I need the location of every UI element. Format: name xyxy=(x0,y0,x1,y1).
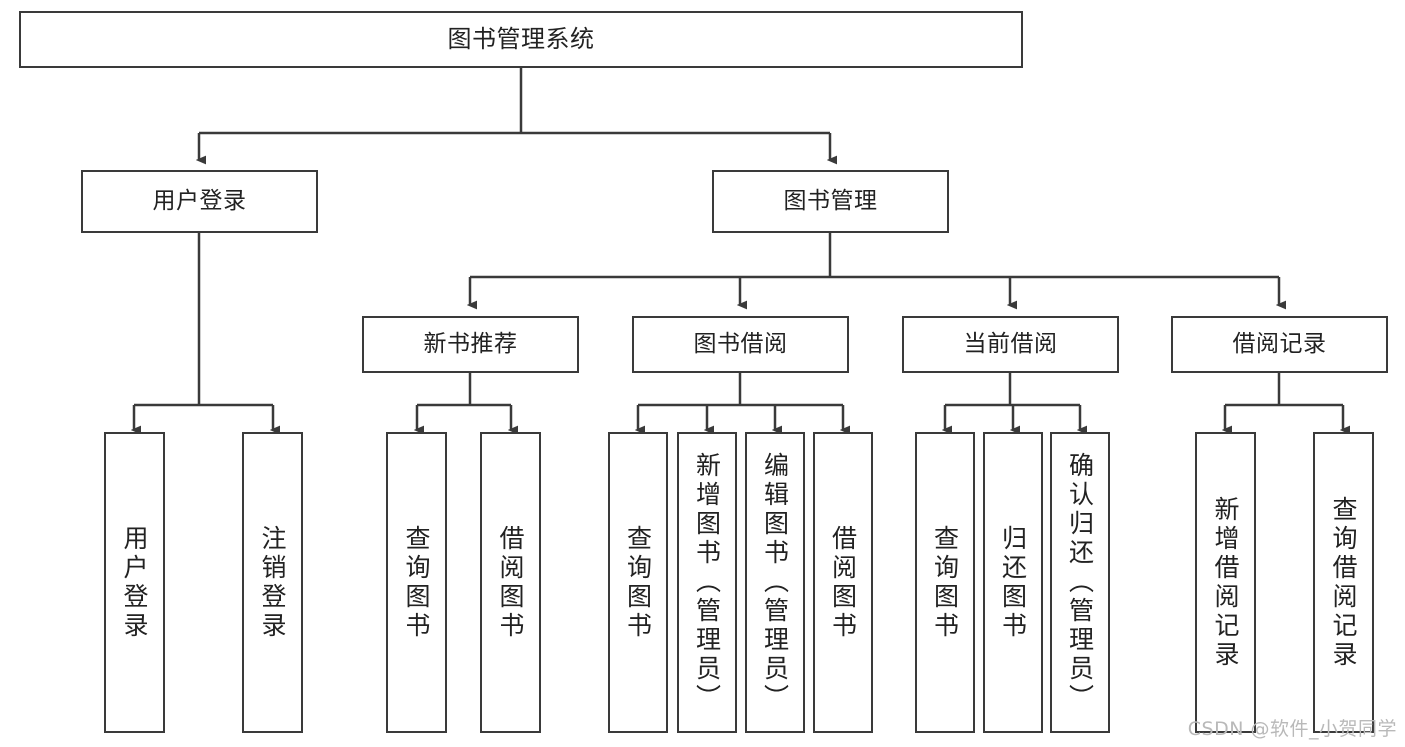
leaf-records-query-record[interactable]: 查询借阅记录 xyxy=(1313,432,1374,733)
leaf-records-query-record-label: 查询借阅记录 xyxy=(1329,495,1358,670)
leaf-user-login-label: 用户登录 xyxy=(120,524,149,641)
node-book-borrow[interactable]: 图书借阅 xyxy=(632,316,849,373)
leaf-current-query-book-label: 查询图书 xyxy=(930,524,960,641)
leaf-borrow-edit-book[interactable]: 编辑图书（管理员） xyxy=(745,432,805,733)
leaf-borrow-edit-book-label: 编辑图书（管理员） xyxy=(760,452,790,713)
node-book-borrow-label: 图书借阅 xyxy=(693,331,788,358)
leaf-borrow-add-book-label: 新增图书（管理员） xyxy=(692,452,722,713)
leaf-borrow-borrow-book-label: 借阅图书 xyxy=(828,524,858,641)
node-borrow-records-label: 借阅记录 xyxy=(1232,331,1327,358)
leaf-user-login[interactable]: 用户登录 xyxy=(104,432,165,733)
node-user-login-label: 用户登录 xyxy=(152,188,247,215)
leaf-recommend-borrow-book-label: 借阅图书 xyxy=(496,524,525,641)
node-current-borrow[interactable]: 当前借阅 xyxy=(902,316,1119,373)
leaf-user-logout-label: 注销登录 xyxy=(258,524,287,641)
leaf-borrow-query-book[interactable]: 查询图书 xyxy=(608,432,668,733)
leaf-user-logout[interactable]: 注销登录 xyxy=(242,432,303,733)
leaf-current-return-book-label: 归还图书 xyxy=(998,524,1028,641)
leaf-borrow-add-book[interactable]: 新增图书（管理员） xyxy=(677,432,737,733)
leaf-current-return-book[interactable]: 归还图书 xyxy=(983,432,1043,733)
leaf-recommend-query-book[interactable]: 查询图书 xyxy=(386,432,447,733)
node-book-management[interactable]: 图书管理 xyxy=(712,170,949,233)
node-user-login[interactable]: 用户登录 xyxy=(81,170,318,233)
watermark-text: CSDN @软件_小贺同学 xyxy=(1187,718,1397,740)
leaf-current-confirm-return[interactable]: 确认归还（管理员） xyxy=(1050,432,1110,733)
leaf-current-query-book[interactable]: 查询图书 xyxy=(915,432,975,733)
node-current-borrow-label: 当前借阅 xyxy=(963,331,1058,358)
leaf-current-confirm-return-label: 确认归还（管理员） xyxy=(1065,452,1095,713)
leaf-recommend-query-book-label: 查询图书 xyxy=(402,524,431,641)
leaf-borrow-borrow-book[interactable]: 借阅图书 xyxy=(813,432,873,733)
leaf-borrow-query-book-label: 查询图书 xyxy=(623,524,653,641)
leaf-records-add-record[interactable]: 新增借阅记录 xyxy=(1195,432,1256,733)
node-borrow-records[interactable]: 借阅记录 xyxy=(1171,316,1388,373)
node-book-management-label: 图书管理 xyxy=(783,188,878,215)
leaf-records-add-record-label: 新增借阅记录 xyxy=(1211,495,1240,670)
node-new-book-recommend[interactable]: 新书推荐 xyxy=(362,316,579,373)
node-new-book-recommend-label: 新书推荐 xyxy=(423,331,518,358)
leaf-recommend-borrow-book[interactable]: 借阅图书 xyxy=(480,432,541,733)
node-root[interactable]: 图书管理系统 xyxy=(19,11,1023,68)
node-root-label: 图书管理系统 xyxy=(447,24,595,53)
